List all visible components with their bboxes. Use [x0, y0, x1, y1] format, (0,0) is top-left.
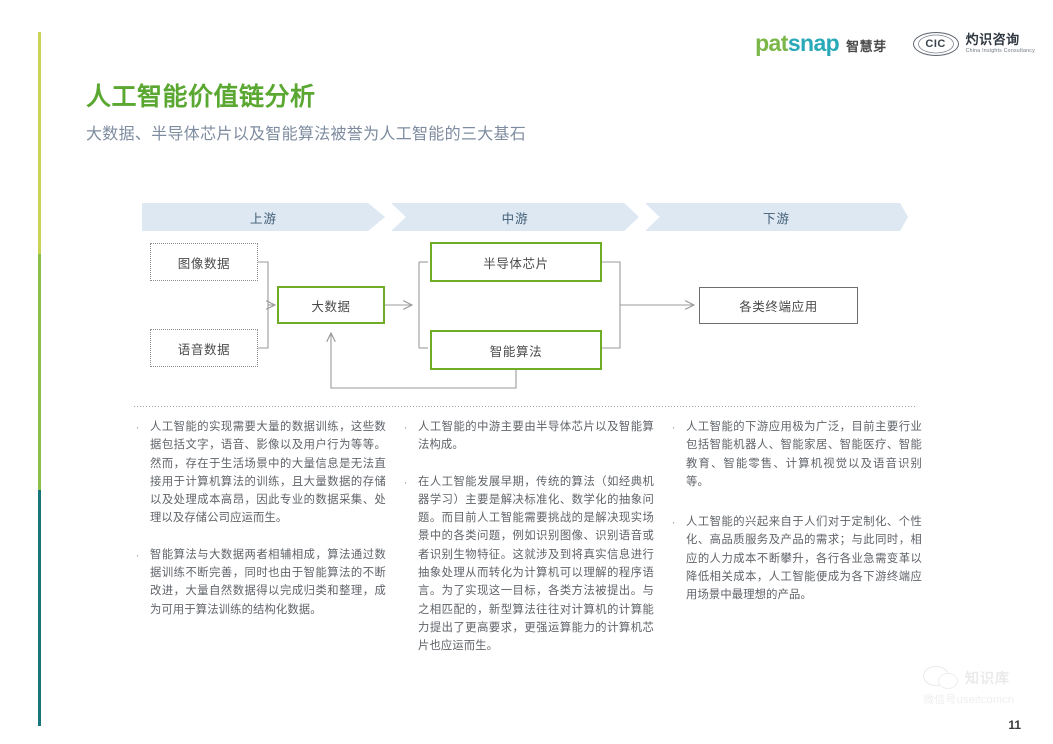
bullet-text: 人工智能的下游应用极为广泛，目前主要行业包括智能机器人、智能家居、智能医疗、智能…: [686, 421, 922, 488]
cic-name-en: China Insights Consultancy: [965, 47, 1035, 54]
watermark-title: 知识库: [965, 670, 1010, 686]
patsnap-logo-pat: pat: [755, 30, 788, 56]
commentary-columns: · 人工智能的实现需要大量的数据训练，这些数据包括文字，语音、影像以及用户行为等…: [134, 418, 924, 674]
bullet-dot-icon: ·: [671, 420, 676, 434]
bullet-text: 人工智能的实现需要大量的数据训练，这些数据包括文字，语音、影像以及用户行为等等。…: [150, 421, 386, 525]
node-semiconductor: 半导体芯片: [430, 242, 602, 282]
page-number: 11: [1008, 718, 1021, 732]
node-algorithm: 智能算法: [430, 330, 602, 370]
accent-segment-middle: [38, 254, 41, 490]
cic-inner-ellipse: [917, 34, 954, 53]
bullet-item: · 人工智能的下游应用极为广泛，目前主要行业包括智能机器人、智能家居、智能医疗、…: [670, 418, 922, 491]
column-downstream: · 人工智能的下游应用极为广泛，目前主要行业包括智能机器人、智能家居、智能医疗、…: [670, 418, 922, 674]
left-accent-bar: [38, 32, 41, 726]
wechat-watermark: 知识库 微信号useitcomcn: [923, 666, 1035, 714]
bullet-item: · 人工智能的兴起来自于人们对于定制化、个性化、高品质服务及产品的需求；与此同时…: [670, 513, 922, 604]
accent-segment-bottom: [38, 490, 41, 726]
cic-wordmark: 灼识咨询 China Insights Consultancy: [966, 33, 1035, 54]
accent-segment-top: [38, 32, 41, 254]
bullet-text: 人工智能的中游主要由半导体芯片以及智能算法构成。: [418, 421, 654, 452]
wechat-icon: [923, 666, 959, 690]
patsnap-logo: patsnap 智慧芽: [755, 30, 887, 57]
column-midstream: · 人工智能的中游主要由半导体芯片以及智能算法构成。 · 在人工智能发展早期，传…: [402, 418, 654, 674]
page-subtitle: 大数据、半导体芯片以及智能算法被誉为人工智能的三大基石: [86, 126, 527, 143]
band-chevron-midstream: 中游: [391, 203, 640, 231]
wechat-bubble-small: [938, 673, 958, 689]
cic-ellipse-icon: CIC: [912, 31, 959, 56]
node-applications: 各类终端应用: [699, 287, 858, 324]
bullet-item: · 人工智能的实现需要大量的数据训练，这些数据包括文字，语音、影像以及用户行为等…: [134, 418, 386, 528]
bullet-item: · 在人工智能发展早期，传统的算法（如经典机器学习）主要是解决标准化、数学化的抽…: [402, 473, 654, 656]
cic-name-cn: 灼识咨询: [965, 31, 1020, 47]
bullet-item: · 智能算法与大数据两者相辅相成，算法通过数据训练不断完善，同时也由于智能算法的…: [134, 546, 386, 619]
cic-outer-ellipse: [912, 31, 959, 56]
bullet-dot-icon: ·: [671, 515, 676, 530]
page-title: 人工智能价值链分析: [86, 83, 316, 111]
bullet-dot-icon: ·: [135, 420, 140, 434]
band-chevron-upstream: 上游: [142, 203, 386, 231]
cic-logo: CIC 灼识咨询 China Insights Consultancy: [912, 31, 1035, 56]
logo-row: patsnap 智慧芽 CIC 灼识咨询 China Insights Cons…: [755, 30, 1035, 57]
patsnap-logo-snap: snap: [787, 30, 840, 56]
bullet-dot-icon: ·: [135, 547, 140, 562]
node-big-data: 大数据: [277, 286, 385, 324]
cic-mark-text: CIC: [925, 37, 946, 50]
bullet-text: 在人工智能发展早期，传统的算法（如经典机器学习）主要是解决标准化、数学化的抽象问…: [418, 475, 654, 653]
value-chain-band: 上游 中游 下游: [142, 203, 908, 231]
bullet-dot-icon: ·: [403, 420, 408, 434]
bullet-text: 智能算法与大数据两者相辅相成，算法通过数据训练不断完善，同时也由于智能算法的不断…: [150, 548, 386, 616]
node-image-data: 图像数据: [150, 243, 258, 281]
band-chevron-downstream: 下游: [645, 203, 908, 231]
bullet-dot-icon: ·: [403, 474, 408, 489]
bullet-item: · 人工智能的中游主要由半导体芯片以及智能算法构成。: [402, 418, 654, 455]
watermark-subtitle: 微信号useitcomcn: [923, 694, 1015, 706]
patsnap-logo-cn: 智慧芽: [846, 39, 887, 54]
section-divider: [134, 406, 917, 407]
node-voice-data: 语音数据: [150, 329, 258, 367]
column-upstream: · 人工智能的实现需要大量的数据训练，这些数据包括文字，语音、影像以及用户行为等…: [134, 418, 386, 674]
bullet-text: 人工智能的兴起来自于人们对于定制化、个性化、高品质服务及产品的需求；与此同时，相…: [686, 516, 922, 602]
